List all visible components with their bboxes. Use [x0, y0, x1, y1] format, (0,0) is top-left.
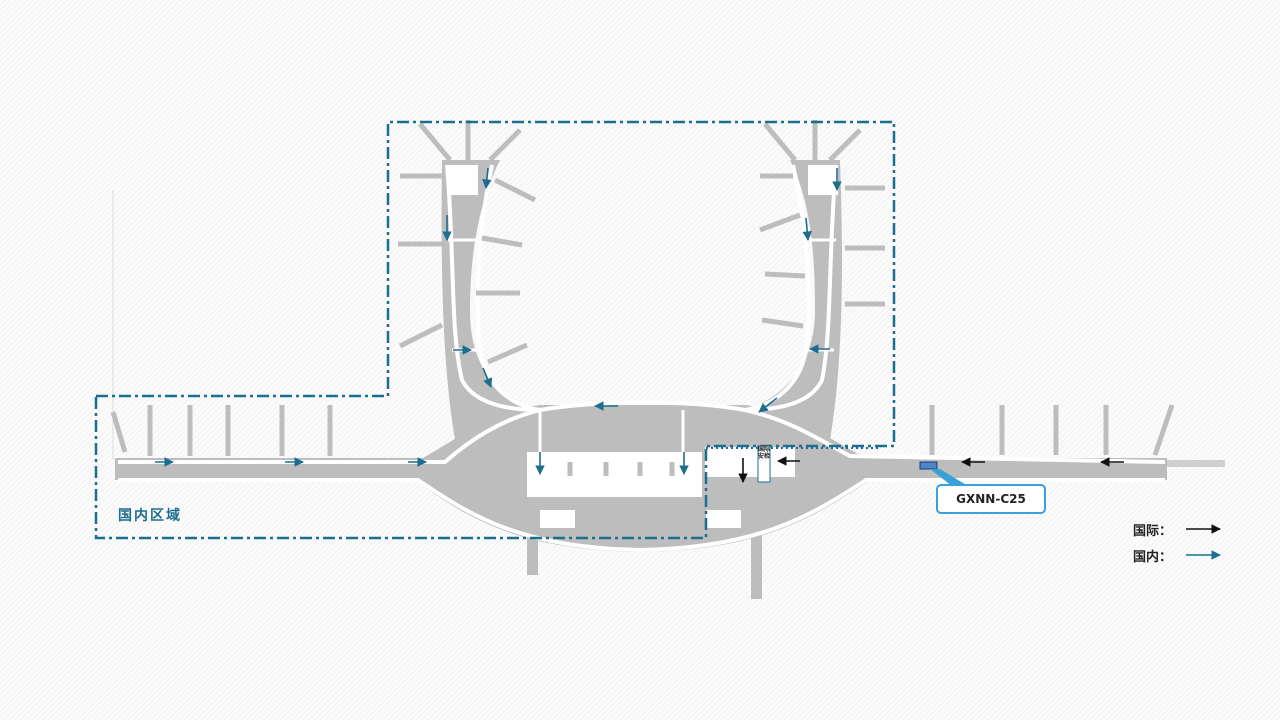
gate-callout[interactable]: GXNN-C25 — [936, 484, 1046, 514]
east-stub — [1167, 460, 1225, 467]
domestic-zone-label: 国内区域 — [118, 508, 182, 524]
walkway-corridors — [118, 164, 1166, 553]
security-check-box — [757, 445, 771, 483]
location-marker — [919, 461, 938, 470]
legend-international-label: 国际： — [1133, 524, 1173, 539]
terminal-building — [115, 160, 1225, 599]
callout-pointer — [930, 469, 968, 486]
south-support-left — [527, 520, 538, 575]
west-pier — [441, 160, 540, 440]
east-pier — [745, 160, 842, 440]
legend-domestic-label: 国内： — [1133, 550, 1173, 565]
boarding-gates — [110, 120, 1175, 508]
south-support-right — [751, 515, 762, 599]
international-flow-arrows — [738, 456, 1124, 483]
domestic-flow-arrows — [155, 167, 842, 475]
security-check-label: 国际安检 — [758, 446, 771, 460]
domestic-zone-boundary — [94, 120, 896, 540]
